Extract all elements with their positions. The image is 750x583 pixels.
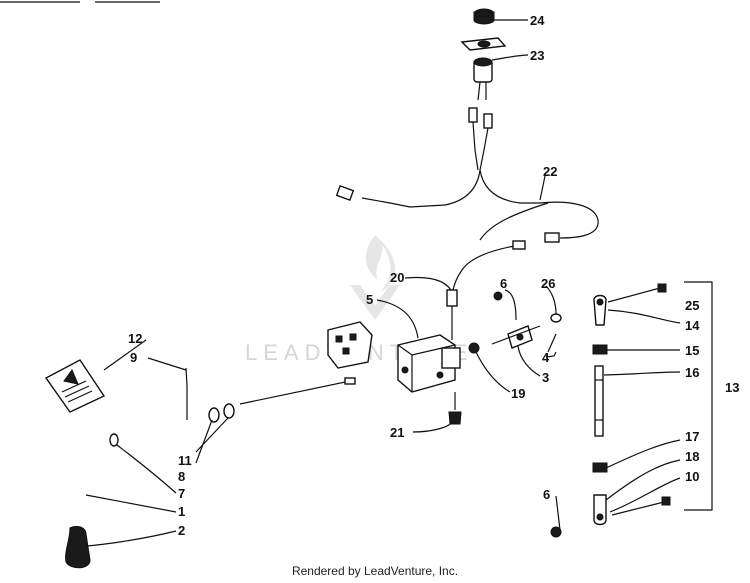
- part-6-nut-bottom: [550, 526, 562, 538]
- part-24-cap: [473, 8, 495, 25]
- part-8-washer: [223, 403, 235, 419]
- part-9-pin: [185, 367, 188, 387]
- callout-25: 25: [685, 298, 699, 313]
- part-21-nut: [448, 392, 462, 425]
- callout-21: 21: [390, 425, 404, 440]
- watermark-logo: [350, 235, 400, 320]
- callout-10: 10: [685, 469, 699, 484]
- part-20-wire: [446, 240, 526, 340]
- callout-17: 17: [685, 429, 699, 444]
- callout-13: 13: [725, 380, 739, 395]
- callout-19: 19: [511, 386, 525, 401]
- callout-18: 18: [685, 449, 699, 464]
- callout-8: 8: [178, 469, 185, 484]
- part-19-washer: [468, 342, 480, 354]
- callout-3: 3: [542, 370, 549, 385]
- callout-6-bottom: 6: [543, 487, 550, 502]
- callout-26: 26: [541, 276, 555, 291]
- part-18-rod-end: [593, 494, 607, 526]
- wire-connector: [468, 107, 493, 171]
- callout-20: 20: [390, 270, 404, 285]
- callout-1: 1: [178, 504, 185, 519]
- callout-6-top: 6: [500, 276, 507, 291]
- callout-5: 5: [366, 292, 373, 307]
- part-15-nut: [592, 344, 608, 355]
- plug-block: [327, 321, 373, 369]
- part-22-harness: [335, 169, 599, 243]
- callout-7: 7: [178, 486, 185, 501]
- part-11-washer: [208, 407, 220, 423]
- callout-24: 24: [530, 13, 545, 28]
- callout-9: 9: [130, 350, 137, 365]
- callout-12: 12: [128, 331, 142, 346]
- leader-lines: [85, 19, 681, 547]
- part-14-rod-end: [593, 294, 607, 326]
- footer-credit: Rendered by LeadVenture, Inc.: [291, 564, 459, 578]
- part-12-decal: [44, 359, 106, 413]
- part-1-lever-arm: [76, 386, 192, 527]
- part-6-nut-top: [493, 291, 503, 301]
- part-5-housing: [397, 334, 461, 393]
- callout-22: 22: [543, 164, 557, 179]
- part-3-lever: [491, 325, 541, 349]
- part-17-nut: [592, 462, 608, 473]
- part-16-rod: [594, 365, 604, 437]
- callout-labels: 24 23 22 20 5 6 26 4 3 19 21 25 14 15 16…: [128, 13, 739, 538]
- callout-2: 2: [178, 523, 185, 538]
- part-10-bolt: [611, 496, 671, 516]
- callout-16: 16: [685, 365, 699, 380]
- part-2-grip: [65, 525, 91, 569]
- callout-15: 15: [685, 343, 699, 358]
- part-25-bolt: [607, 283, 667, 303]
- callout-11: 11: [178, 453, 192, 468]
- part-23-switch: [460, 37, 507, 101]
- callout-4: 4: [542, 350, 550, 365]
- part-26-washer: [550, 313, 562, 323]
- callout-23: 23: [530, 48, 544, 63]
- shaft: [239, 377, 356, 405]
- callout-14: 14: [685, 318, 700, 333]
- part-4-pin: [547, 333, 557, 353]
- group-bracket-13: [684, 281, 713, 511]
